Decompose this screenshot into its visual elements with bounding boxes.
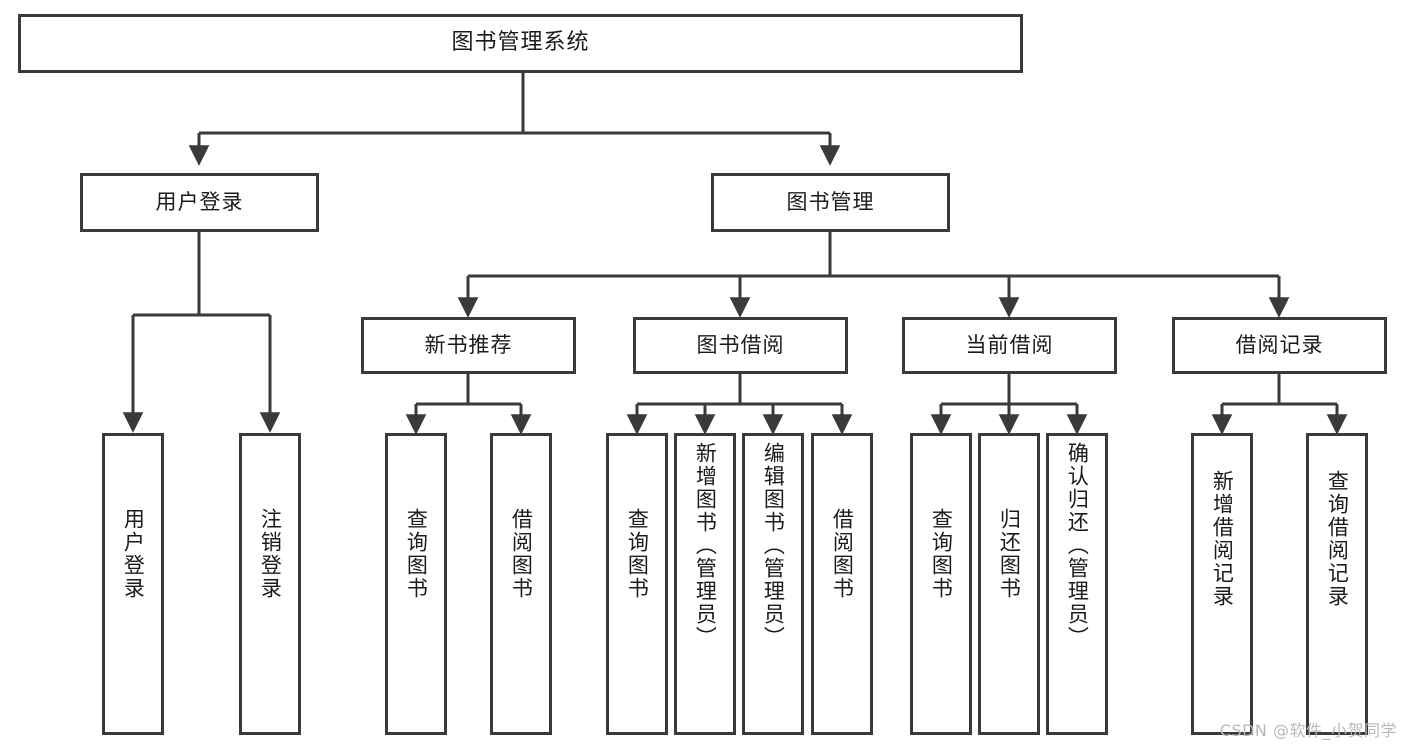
- node-leaf-borrow-query-book[interactable]: 查询图书: [606, 433, 668, 735]
- node-leaf-user-login-label: 用户登录: [121, 508, 146, 600]
- node-book-manage[interactable]: 图书管理: [711, 173, 950, 232]
- node-borrow-record[interactable]: 借阅记录: [1172, 317, 1387, 374]
- node-new-book-recommend[interactable]: 新书推荐: [361, 317, 576, 374]
- node-leaf-current-return-book[interactable]: 归还图书: [978, 433, 1040, 735]
- node-leaf-borrow-add-book[interactable]: 新增图书（管理员）: [674, 433, 736, 735]
- node-current-borrow[interactable]: 当前借阅: [902, 317, 1117, 374]
- node-leaf-borrow-edit-book-label: 编辑图书（管理员）: [761, 442, 786, 649]
- node-leaf-recommend-query-book-label: 查询图书: [404, 508, 429, 600]
- node-book-borrow-label: 图书借阅: [696, 332, 785, 357]
- watermark: CSDN @软件_小贺同学: [1219, 721, 1397, 740]
- node-leaf-record-add-label: 新增借阅记录: [1210, 470, 1235, 608]
- node-leaf-recommend-borrow-book[interactable]: 借阅图书: [490, 433, 552, 735]
- node-leaf-current-confirm-return-label: 确认归还（管理员）: [1065, 442, 1090, 649]
- node-new-book-recommend-label: 新书推荐: [424, 332, 513, 357]
- node-leaf-record-query-label: 查询借阅记录: [1325, 470, 1350, 608]
- node-leaf-borrow-borrow-book[interactable]: 借阅图书: [811, 433, 873, 735]
- node-leaf-borrow-add-book-label: 新增图书（管理员）: [693, 442, 718, 649]
- node-leaf-borrow-edit-book[interactable]: 编辑图书（管理员）: [742, 433, 804, 735]
- node-leaf-user-logout[interactable]: 注销登录: [239, 433, 301, 735]
- node-user-login-label: 用户登录: [155, 189, 244, 214]
- node-root-label: 图书管理系统: [451, 30, 590, 56]
- node-user-login[interactable]: 用户登录: [80, 173, 319, 232]
- node-leaf-user-login[interactable]: 用户登录: [102, 433, 164, 735]
- node-leaf-current-return-book-label: 归还图书: [997, 508, 1022, 600]
- node-leaf-current-confirm-return[interactable]: 确认归还（管理员）: [1046, 433, 1108, 735]
- node-book-manage-label: 图书管理: [786, 189, 875, 214]
- node-leaf-record-add[interactable]: 新增借阅记录: [1191, 433, 1253, 735]
- node-current-borrow-label: 当前借阅: [965, 332, 1054, 357]
- node-leaf-recommend-query-book[interactable]: 查询图书: [385, 433, 447, 735]
- node-root[interactable]: 图书管理系统: [18, 14, 1023, 73]
- node-leaf-borrow-borrow-book-label: 借阅图书: [830, 508, 855, 600]
- node-leaf-recommend-borrow-book-label: 借阅图书: [509, 508, 534, 600]
- node-leaf-borrow-query-book-label: 查询图书: [625, 508, 650, 600]
- node-leaf-current-query-book[interactable]: 查询图书: [910, 433, 972, 735]
- node-borrow-record-label: 借阅记录: [1235, 332, 1324, 357]
- node-leaf-current-query-book-label: 查询图书: [929, 508, 954, 600]
- node-leaf-record-query[interactable]: 查询借阅记录: [1306, 433, 1368, 735]
- node-leaf-user-logout-label: 注销登录: [258, 508, 283, 600]
- node-book-borrow[interactable]: 图书借阅: [633, 317, 848, 374]
